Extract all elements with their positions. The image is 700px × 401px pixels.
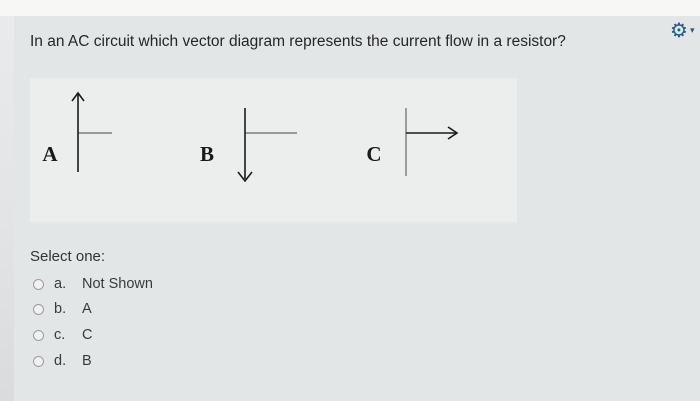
option-label: C <box>82 327 93 343</box>
diagram-label-c: C <box>366 142 381 166</box>
chevron-down-icon[interactable]: ▾ <box>690 26 695 36</box>
option-letter: a. <box>54 276 67 292</box>
option-label: B <box>82 353 92 369</box>
diagram-a-arrowhead <box>71 91 85 102</box>
question-text: In an AC circuit which vector diagram re… <box>30 33 566 50</box>
option-c[interactable]: c. C <box>33 325 92 345</box>
radio-button[interactable] <box>33 329 44 341</box>
vector-diagram: A B C <box>30 78 517 222</box>
radio-button[interactable] <box>33 355 44 367</box>
radio-button[interactable] <box>33 278 44 290</box>
diagram-label-a: A <box>42 142 58 166</box>
option-a[interactable]: a. Not Shown <box>33 274 153 294</box>
vector-diagram-svg: A B C <box>42 91 459 183</box>
option-b[interactable]: b. A <box>33 299 92 319</box>
diagram-label-b: B <box>200 142 214 166</box>
option-label: A <box>82 301 92 317</box>
option-letter: b. <box>54 301 67 317</box>
option-label: Not Shown <box>82 276 153 292</box>
top-strip <box>0 0 700 16</box>
select-one-prompt: Select one: <box>30 248 106 265</box>
option-letter: c. <box>54 327 66 343</box>
radio-button[interactable] <box>33 303 44 315</box>
option-letter: d. <box>54 353 67 369</box>
gear-icon[interactable]: ⚙ <box>670 18 688 42</box>
option-d[interactable]: d. B <box>33 351 92 371</box>
diagram-c-arrowhead <box>447 126 459 140</box>
diagram-b-arrowhead <box>237 171 253 183</box>
